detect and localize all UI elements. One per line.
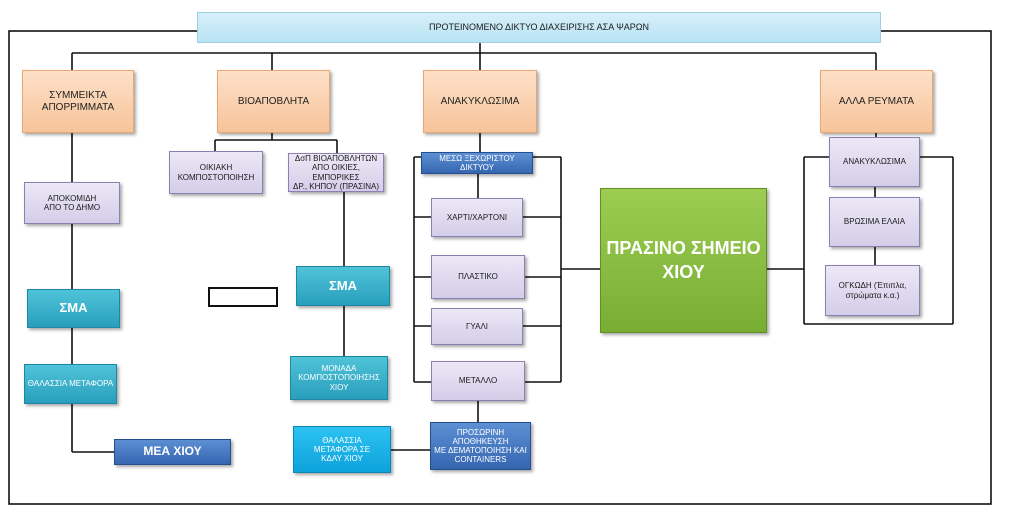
bio-sma-box: ΣΜΑ bbox=[296, 266, 390, 306]
temporary-storage-box: ΠΡΟΣΩΡΙΝΗ ΑΠΟΘΗΚΕΥΣΗ ΜΕ ΔΕΜΑΤΟΠΟΙΗΣΗ ΚΑΙ… bbox=[430, 422, 531, 470]
category-other-streams: ΑΛΛΑ ΡΕΥΜΑΤΑ bbox=[820, 70, 933, 133]
category-mixed-waste: ΣΥΜΜΕΙΚΤΑ ΑΠΟΡΡΙΜΜΑΤΑ bbox=[22, 70, 134, 133]
separate-network-box: ΜΕΣΩ ΞΕΧΩΡΙΣΤΟΥ ΔΙΚΤΥΟΥ bbox=[421, 152, 533, 174]
compost-unit-box: ΜΟΝΑΔΑ ΚΟΜΠΟΣΤΟΠΟΙΗΣΗΣ ΧΙΟΥ bbox=[290, 356, 388, 400]
municipal-collection-box: ΑΠΟΚΟΜΙΔΗ ΑΠΟ ΤΟ ΔΗΜΟ bbox=[24, 182, 120, 224]
mea-chios-box: ΜΕΑ ΧΙΟΥ bbox=[114, 439, 231, 465]
other-item-edible-oils: ΒΡΩΣΙΜΑ ΕΛΑΙΑ bbox=[829, 197, 920, 247]
recycle-item-glass: ΓΥΑΛΙ bbox=[431, 308, 523, 345]
empty-box bbox=[208, 287, 278, 307]
other-item-recyclables: ΑΝΑΚΥΚΛΩΣΙΜΑ bbox=[829, 137, 920, 187]
bio-sea-transport-box: ΘΑΛΑΣΣΙΑ ΜΕΤΑΦΟΡΑ ΣΕ ΚΔΑΥ ΧΙΟΥ bbox=[293, 426, 391, 473]
category-biowaste: ΒΙΟΑΠΟΒΛΗΤΑ bbox=[217, 70, 330, 133]
other-item-bulky: ΟΓΚΩΔΗ (Έπιπλα, στρώματα κ.α.) bbox=[825, 265, 920, 316]
recycle-item-paper: ΧΑΡΤΙ/ΧΑΡΤΟΝΙ bbox=[431, 198, 523, 237]
mixed-sea-transport-box: ΘΑΛΑΣΣΙΑ ΜΕΤΑΦΟΡΑ bbox=[24, 364, 117, 404]
home-composting-box: ΟΙΚΙΑΚΗ ΚΟΜΠΟΣΤΟΠΟΙΗΣΗ bbox=[169, 151, 263, 194]
category-recyclables: ΑΝΑΚΥΚΛΩΣΙΜΑ bbox=[423, 70, 537, 133]
recycle-item-metal: ΜΕΤΑΛΛΟ bbox=[431, 361, 525, 401]
green-point-chios: ΠΡΑΣΙΝΟ ΣΗΜΕΙΟ ΧΙΟΥ bbox=[600, 188, 767, 333]
diagram-title: ΠΡΟΤΕΙΝΟΜΕΝΟ ΔΙΚΤΥΟ ΔΙΑΧΕΙΡΙΣΗΣ ΑΣΑ ΨΑΡΩ… bbox=[197, 12, 881, 43]
separate-biowaste-collection-box: ΔσΠ ΒΙΟΑΠΟΒΛΗΤΩΝ ΑΠΟ ΟΙΚΙΕΣ, ΕΜΠΟΡΙΚΕΣ Δ… bbox=[288, 153, 384, 192]
recycle-item-plastic: ΠΛΑΣΤΙΚΟ bbox=[431, 255, 525, 299]
mixed-sma-box: ΣΜΑ bbox=[27, 289, 120, 328]
